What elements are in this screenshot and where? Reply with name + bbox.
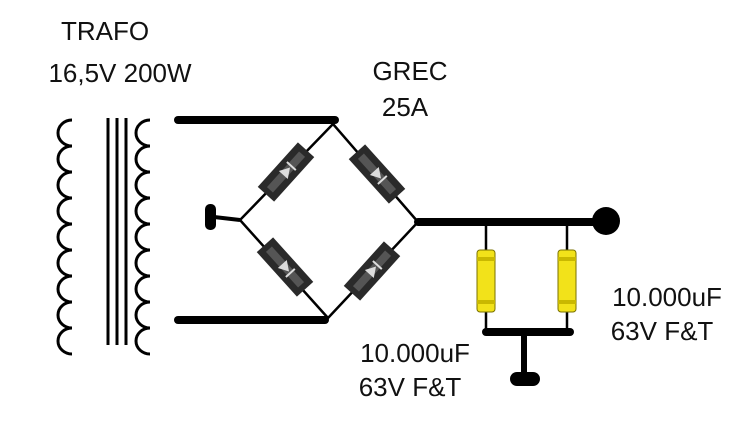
capacitor-2-value: 10.000uF (612, 282, 722, 312)
transformer-primary-coil (56, 118, 73, 356)
bridge-name: GREC (372, 56, 448, 86)
transformer-rating: 16,5V 200W (48, 58, 192, 88)
transformer-core (106, 118, 128, 345)
capacitor-2 (557, 222, 577, 332)
bridge-rating: 25A (381, 92, 429, 122)
transformer-to-bridge-wires (174, 116, 339, 324)
transformer-name: TRAFO (60, 16, 150, 46)
ground-terminal (510, 372, 540, 386)
transformer-secondary-coil (134, 118, 151, 356)
negative-terminal (205, 204, 241, 230)
diode-bottom-right (343, 241, 401, 301)
capacitor-2-rating: 63V F&T (610, 316, 714, 346)
capacitor-1-value: 10.000uF (360, 338, 470, 368)
capacitor-1-rating: 63V F&T (358, 372, 462, 402)
ground-rail (482, 328, 574, 386)
diode-top-left (257, 142, 315, 202)
diode-bottom-left (256, 237, 314, 297)
positive-output-rail (414, 207, 620, 235)
diode-top-right (348, 144, 406, 204)
capacitor-1 (476, 222, 496, 332)
bridge-wires (238, 122, 420, 320)
